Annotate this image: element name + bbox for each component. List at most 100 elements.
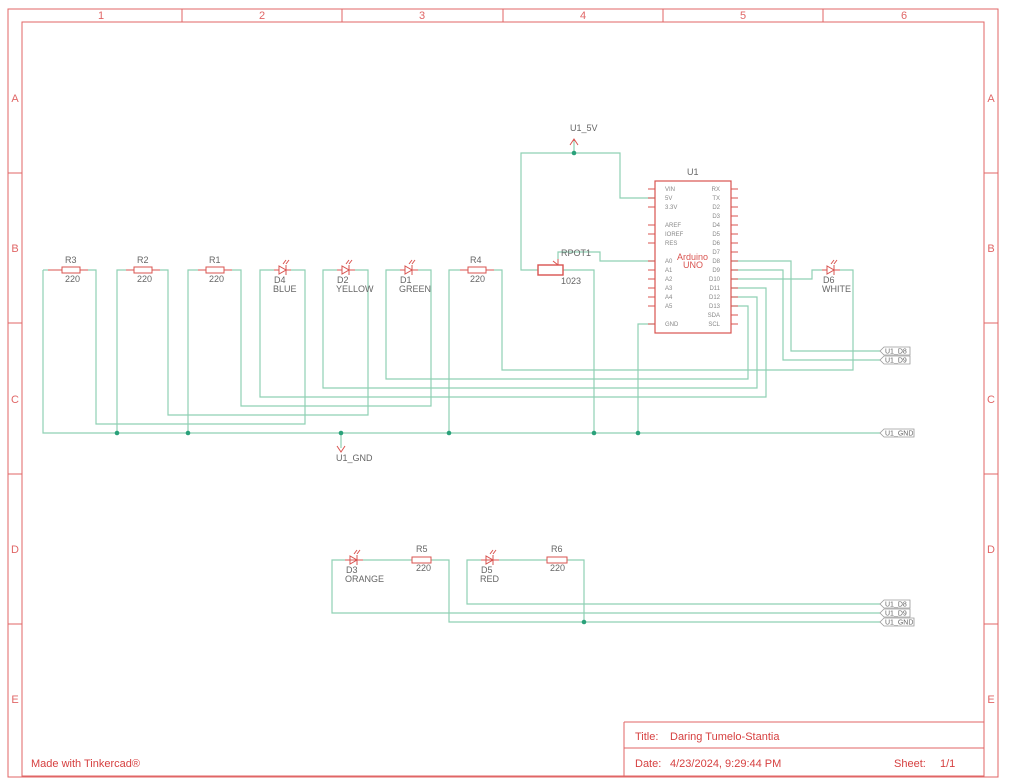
d4-value: BLUE bbox=[273, 284, 297, 294]
zone-row-b-left: B bbox=[11, 243, 18, 255]
u1-ref: U1 bbox=[687, 167, 699, 177]
net-tag-d8-lower-label: U1_D8 bbox=[885, 602, 907, 609]
sheet-value: 1/1 bbox=[940, 758, 955, 770]
u1-pin-d5: D5 bbox=[712, 232, 720, 238]
net-tag-u1-d9-lower[interactable]: U1_D9 bbox=[879, 608, 911, 618]
led-d1[interactable]: D1 GREEN bbox=[399, 259, 431, 294]
gnd-label: U1_GND bbox=[336, 453, 373, 463]
u1-pin-a4: A4 bbox=[665, 295, 673, 301]
d6-ref: D6 bbox=[823, 275, 835, 285]
title-block: Title: Daring Tumelo-Stantia Date: 4/23/… bbox=[623, 721, 984, 776]
u1-pin-d6: D6 bbox=[712, 241, 720, 247]
u1-pin-d8: D8 bbox=[712, 259, 720, 265]
zone-row-b-right: B bbox=[987, 243, 994, 255]
d2-value: YELLOW bbox=[336, 284, 374, 294]
title-label: Title: bbox=[635, 731, 658, 743]
date-label: Date: bbox=[635, 758, 661, 770]
r5-value: 220 bbox=[416, 563, 431, 573]
gnd-symbol[interactable]: U1_GND bbox=[336, 445, 373, 463]
net-tag-d8-label: U1_D8 bbox=[885, 349, 907, 356]
r1-ref: R1 bbox=[209, 255, 221, 265]
d2-ref: D2 bbox=[337, 275, 349, 285]
zone-row-e-right: E bbox=[987, 694, 994, 706]
led-d2[interactable]: D2 YELLOW bbox=[336, 259, 374, 294]
u1-pin-d13: D13 bbox=[709, 304, 721, 310]
u1-pin-d11: D11 bbox=[709, 286, 720, 292]
zone-col-6: 6 bbox=[901, 10, 907, 22]
u1-pin-res: RES bbox=[665, 241, 677, 247]
vcc-label: U1_5V bbox=[570, 123, 598, 133]
net-tag-u1-gnd-lower[interactable]: U1_GND bbox=[879, 617, 915, 627]
u1-pin-d2: D2 bbox=[712, 205, 720, 211]
vcc-symbol-5v[interactable]: U1_5V bbox=[569, 123, 598, 146]
u1-left-pins: VIN 5V 3.3V AREF IOREF RES A0 A1 A2 A3 A… bbox=[648, 187, 684, 328]
d1-value: GREEN bbox=[399, 284, 431, 294]
d1-ref: D1 bbox=[400, 275, 412, 285]
zone-column-labels: 1 2 3 4 5 6 bbox=[98, 10, 907, 22]
u1-pin-d4: D4 bbox=[712, 223, 720, 229]
zone-row-a-right: A bbox=[987, 93, 995, 105]
zone-col-5: 5 bbox=[740, 10, 746, 22]
led-d4[interactable]: D4 BLUE bbox=[273, 259, 297, 294]
tinkercad-credit: Made with Tinkercad® bbox=[31, 758, 140, 770]
u1-pin-aref: AREF bbox=[665, 223, 681, 229]
resistor-r5[interactable]: R5 220 bbox=[411, 544, 432, 573]
resistor-r4[interactable]: R4 220 bbox=[460, 255, 494, 284]
d5-ref: D5 bbox=[481, 565, 493, 575]
led-d3[interactable]: D3 ORANGE bbox=[345, 549, 384, 584]
r4-value: 220 bbox=[470, 274, 485, 284]
wires bbox=[42, 141, 880, 623]
net-tag-u1-d9[interactable]: U1_D9 bbox=[879, 355, 911, 365]
d6-value: WHITE bbox=[822, 284, 851, 294]
r3-ref: R3 bbox=[65, 255, 77, 265]
r1-value: 220 bbox=[209, 274, 224, 284]
resistor-r3[interactable]: R3 220 bbox=[48, 255, 88, 284]
potentiometer-rpot1[interactable]: RPOT1 1023 bbox=[537, 248, 591, 286]
zone-row-e-left: E bbox=[11, 694, 18, 706]
u1-right-pins: RX TX D2 D3 D4 D5 D6 D7 D8 D9 D10 D11 D1… bbox=[708, 187, 738, 328]
net-tag-u1-gnd[interactable]: U1_GND bbox=[879, 428, 915, 438]
u1-pin-d12: D12 bbox=[709, 295, 721, 301]
u1-pin-a5: A5 bbox=[665, 304, 673, 310]
u1-name-line1: Arduino bbox=[677, 252, 708, 262]
net-tag-u1-d8-lower[interactable]: U1_D8 bbox=[879, 599, 911, 609]
u1-pin-5v: 5V bbox=[665, 196, 672, 202]
r6-value: 220 bbox=[550, 563, 565, 573]
u1-pin-a0: A0 bbox=[665, 259, 673, 265]
resistor-r6[interactable]: R6 220 bbox=[546, 544, 568, 573]
resistor-r2[interactable]: R2 220 bbox=[126, 255, 160, 284]
net-tag-u1-d8[interactable]: U1_D8 bbox=[879, 346, 911, 356]
led-d6[interactable]: D6 WHITE bbox=[822, 259, 851, 294]
drawing-frame bbox=[7, 8, 999, 778]
d3-ref: D3 bbox=[346, 565, 358, 575]
zone-col-2: 2 bbox=[259, 10, 265, 22]
u1-pin-rx: RX bbox=[712, 187, 720, 193]
zone-row-c-right: C bbox=[987, 394, 995, 406]
u1-pin-3v3: 3.3V bbox=[665, 205, 677, 211]
u1-pin-d9: D9 bbox=[712, 268, 720, 274]
d3-value: ORANGE bbox=[345, 574, 384, 584]
arduino-uno-u1[interactable]: U1 Arduino UNO VIN 5V 3.3V AREF IOREF RE… bbox=[648, 167, 738, 334]
r3-value: 220 bbox=[65, 274, 80, 284]
r5-ref: R5 bbox=[416, 544, 428, 554]
resistor-r1[interactable]: R1 220 bbox=[198, 255, 232, 284]
title-value: Daring Tumelo-Stantia bbox=[670, 731, 780, 743]
zone-col-3: 3 bbox=[419, 10, 425, 22]
r2-ref: R2 bbox=[137, 255, 149, 265]
junctions bbox=[114, 150, 641, 625]
u1-pin-sda: SDA bbox=[708, 313, 720, 319]
rpot1-value: 1023 bbox=[561, 276, 581, 286]
r6-ref: R6 bbox=[551, 544, 563, 554]
u1-pin-a3: A3 bbox=[665, 286, 673, 292]
d4-ref: D4 bbox=[274, 275, 286, 285]
led-d5[interactable]: D5 RED bbox=[480, 549, 500, 584]
zone-col-1: 1 bbox=[98, 10, 104, 22]
u1-pin-d3: D3 bbox=[712, 214, 720, 220]
u1-pin-a1: A1 bbox=[665, 268, 673, 274]
u1-pin-d7: D7 bbox=[712, 250, 720, 256]
u1-pin-scl: SCL bbox=[708, 322, 720, 328]
u1-pin-ioref: IOREF bbox=[665, 232, 684, 238]
u1-pin-vin: VIN bbox=[665, 187, 675, 193]
date-value: 4/23/2024, 9:29:44 PM bbox=[670, 758, 781, 770]
